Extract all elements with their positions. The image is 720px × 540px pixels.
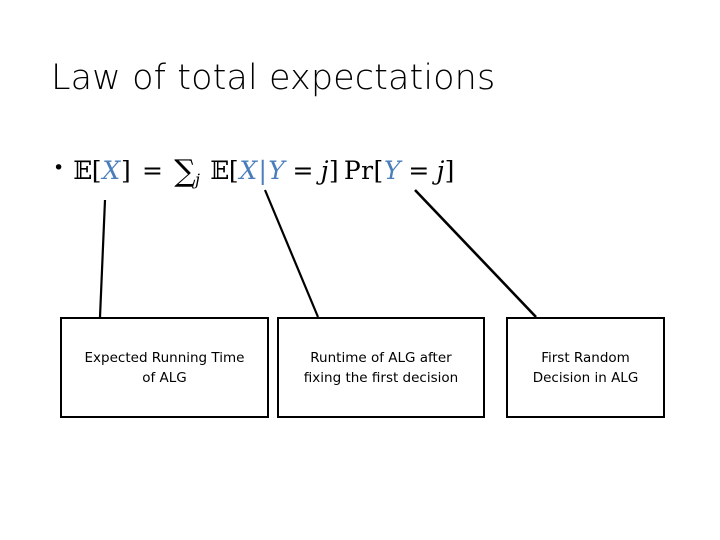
callout-box-runtime-after-fixing: Runtime of ALG after fixing the first de…	[277, 317, 485, 418]
variable-y-probability: Y	[384, 156, 401, 185]
callout-box-expected-running-time: Expected Running Time of ALG	[60, 317, 269, 418]
connector-to-first-random-decision	[414, 189, 537, 318]
equals-sign-conditional: =	[292, 156, 314, 185]
callout-box-first-random-decision: First Random Decision in ALG	[506, 317, 665, 418]
connector-to-runtime-after-fixing	[263, 189, 320, 318]
equals-sign: =	[142, 156, 164, 185]
page-title: Law of total expectations	[51, 58, 496, 98]
close-bracket-conditional: ]	[328, 156, 339, 185]
bullet-icon: •	[53, 156, 65, 179]
summation-subscript: j	[194, 170, 201, 189]
open-bracket: [	[91, 156, 102, 185]
index-j-probability: j	[436, 156, 445, 185]
open-bracket-probability: [	[373, 156, 384, 185]
callout-box-label: First Random Decision in ALG	[532, 349, 639, 386]
conditional-bar-icon: |	[258, 156, 268, 185]
close-bracket-probability: ]	[444, 156, 455, 185]
connector-to-expected-running-time	[98, 199, 107, 318]
variable-x-conditional: X	[239, 156, 258, 185]
variable-y-conditional: Y	[268, 156, 286, 185]
summation-symbol: ∑	[174, 154, 196, 189]
variable-x: X	[102, 156, 121, 185]
equals-sign-probability: =	[408, 156, 430, 185]
close-bracket: ]	[120, 156, 132, 185]
callout-box-label: Runtime of ALG after fixing the first de…	[303, 349, 459, 386]
callout-box-label: Expected Running Time of ALG	[84, 349, 245, 386]
expectation-symbol-conditional: 𝔼	[210, 156, 229, 185]
open-bracket-conditional: [	[228, 156, 239, 185]
index-j-conditional: j	[320, 156, 329, 185]
expectation-symbol: 𝔼	[73, 156, 92, 185]
probability-symbol: Pr	[343, 156, 374, 185]
